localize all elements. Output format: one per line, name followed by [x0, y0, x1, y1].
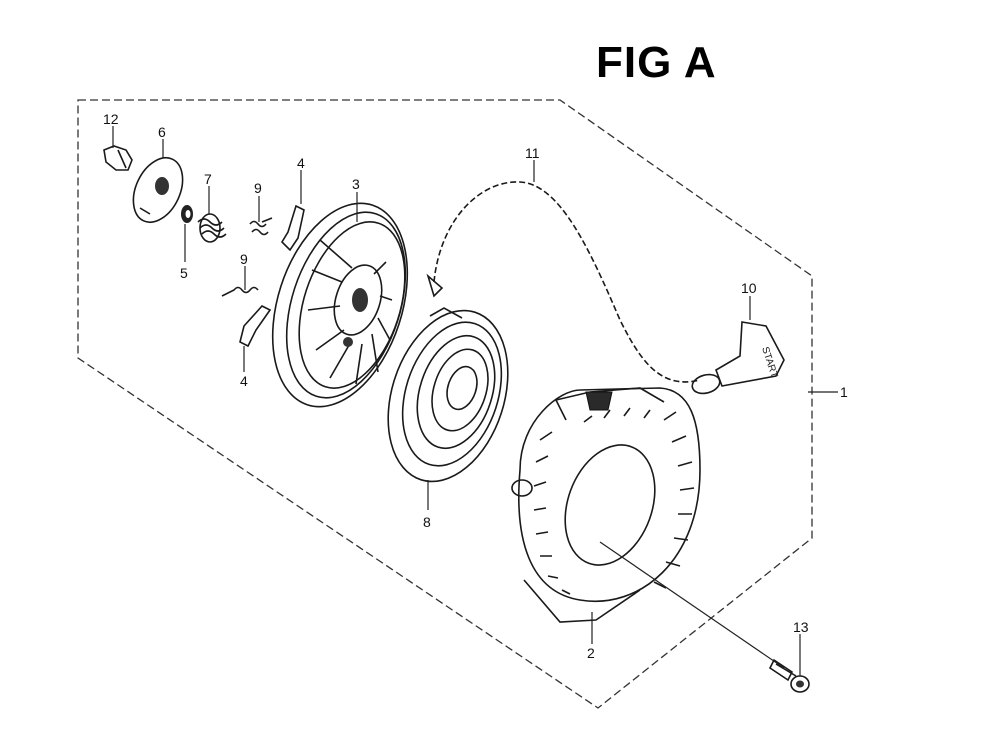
callout-11: 11	[525, 145, 540, 161]
callout-10: 10	[741, 280, 757, 296]
callout-2: 2	[587, 645, 595, 661]
callout-1: 1	[840, 384, 848, 400]
part-3-reel	[271, 202, 409, 408]
assembly-boundary	[77, 99, 813, 709]
part-4-upper-pawl	[280, 204, 305, 252]
callout-7: 7	[204, 171, 212, 187]
callout-9-lower: 9	[240, 251, 248, 267]
part-9-lower-spring	[221, 286, 259, 297]
part-12-bolt	[103, 145, 133, 171]
callout-labels: 12 6 7 9 4 3 11 5 9 4 10 1 8 2 13	[103, 111, 848, 661]
callout-12: 12	[103, 111, 119, 127]
figure-title: FIG A	[596, 38, 717, 87]
callout-5: 5	[180, 265, 188, 281]
part-2-starter-case	[511, 387, 701, 623]
leader-lines	[112, 126, 838, 676]
part-9-upper-spring	[249, 217, 273, 236]
callout-8: 8	[423, 514, 431, 530]
callout-6: 6	[158, 124, 166, 140]
part-7-spring	[197, 213, 227, 243]
part-5-washer	[181, 205, 193, 223]
part-13-flange-bolt	[768, 658, 810, 693]
part-6-friction-plate	[132, 157, 184, 223]
part-8-spiral-spring	[387, 307, 509, 483]
callout-4-upper: 4	[297, 155, 305, 171]
part-10-handle: START	[691, 321, 785, 395]
handle-start-logo: START	[759, 346, 779, 380]
part-11-rope	[426, 181, 701, 383]
part-4-lower-pawl	[239, 305, 272, 348]
callout-3: 3	[352, 176, 360, 192]
callout-4-lower: 4	[240, 373, 248, 389]
callout-9-upper: 9	[254, 180, 262, 196]
callout-13: 13	[793, 619, 809, 635]
